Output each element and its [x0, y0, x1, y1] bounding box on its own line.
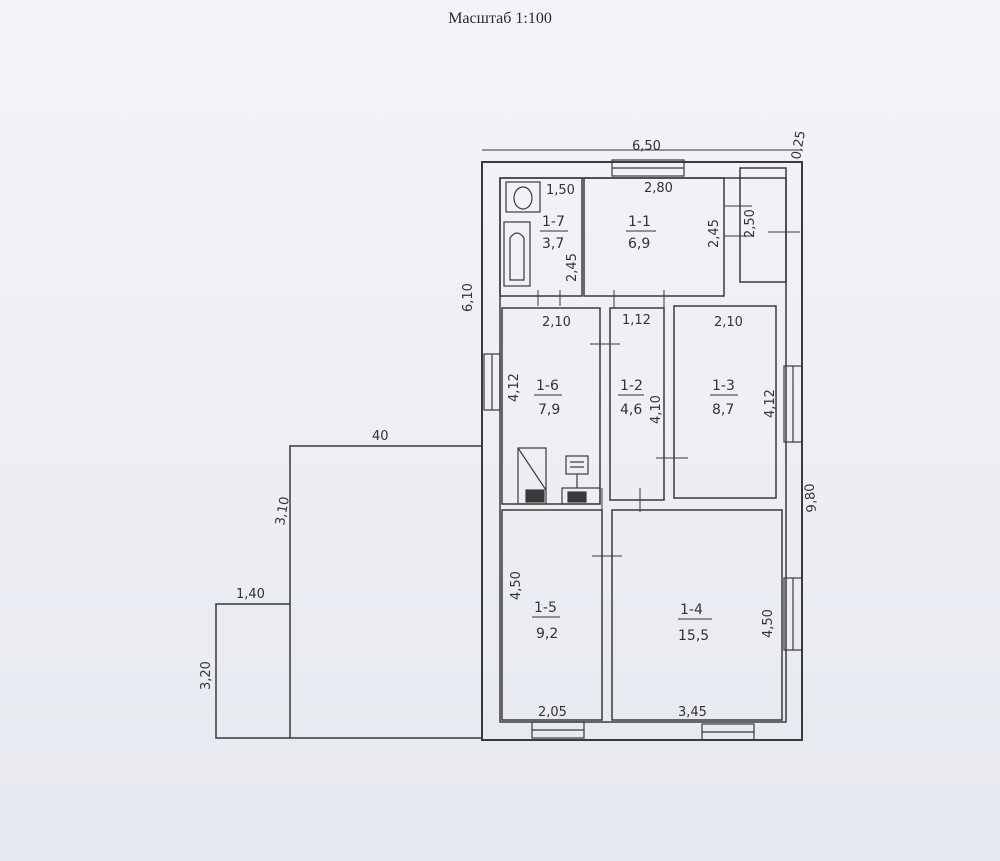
dim-top-width: 6,50: [632, 139, 661, 154]
scale-title: Масштаб 1:100: [448, 10, 552, 27]
room-1-5-dim-height: 4,50: [509, 571, 524, 600]
room-1-5-walls: [501, 509, 603, 721]
room-1-4-number: 1-4: [680, 602, 703, 618]
room-1-3-dim-width: 2,10: [714, 315, 743, 330]
room-1-3-dim-height: 4,12: [763, 389, 778, 418]
dim-terrace: 2,50: [743, 209, 758, 238]
room-1-7-number: 1-7: [542, 214, 565, 230]
room-1-5-number: 1-5: [534, 600, 557, 616]
dim-porch-height: 3,20: [199, 661, 214, 690]
toilet-icon: [505, 181, 541, 213]
dim-annex-height: 3,10: [273, 496, 293, 527]
room-1-3-walls: [673, 305, 777, 499]
room-1-1-dim-width: 2,80: [644, 181, 673, 196]
room-1-6-number: 1-6: [536, 378, 559, 394]
sink-icon: [561, 455, 601, 505]
room-1-5-dim-width: 2,05: [538, 705, 567, 720]
room-1-7-area: 3,7: [542, 236, 564, 252]
room-1-4-area: 15,5: [678, 628, 709, 644]
room-1-3-number: 1-3: [712, 378, 735, 394]
room-1-6-area: 7,9: [538, 402, 560, 418]
dim-annex-width: 40: [372, 429, 389, 444]
dim-right-small: 0,25: [789, 130, 809, 161]
room-1-2-dim-height: 4,10: [649, 395, 664, 424]
room-1-6-walls: [501, 307, 601, 505]
room-1-7-dim-width: 1,50: [546, 183, 575, 198]
dim-porch-width: 1,40: [236, 587, 265, 602]
room-1-2-number: 1-2: [620, 378, 643, 394]
room-1-1-walls: [583, 177, 725, 297]
room-1-2-area: 4,6: [620, 402, 642, 418]
dim-left-height: 6,10: [461, 283, 476, 312]
door-marks: [537, 205, 800, 557]
room-1-6-dim-width: 2,10: [542, 315, 571, 330]
porch-outline: [215, 603, 290, 739]
dim-right-height: 9,80: [803, 483, 820, 513]
room-1-2-dim-width: 1,12: [622, 313, 651, 328]
room-1-1-area: 6,9: [628, 236, 650, 252]
room-1-6-dim-height: 4,12: [507, 373, 522, 402]
room-1-1-dim-height: 2,45: [707, 219, 722, 248]
room-1-2-walls: [609, 307, 665, 501]
room-1-7-walls: [499, 177, 583, 297]
bathtub-icon: [503, 221, 531, 287]
room-1-4-dim-height: 4,50: [761, 609, 776, 638]
windows: [483, 159, 803, 741]
stove-icon: [517, 447, 547, 505]
room-1-7-dim-height: 2,45: [565, 253, 580, 282]
room-1-1-number: 1-1: [628, 214, 651, 230]
room-1-5-area: 9,2: [536, 626, 558, 642]
room-1-3-area: 8,7: [712, 402, 734, 418]
terrace-walls: [739, 167, 787, 283]
room-1-4-dim-width: 3,45: [678, 705, 707, 720]
room-1-4-walls: [611, 509, 783, 721]
annex-outline: [289, 445, 482, 739]
outer-wall-outline: [481, 161, 803, 741]
